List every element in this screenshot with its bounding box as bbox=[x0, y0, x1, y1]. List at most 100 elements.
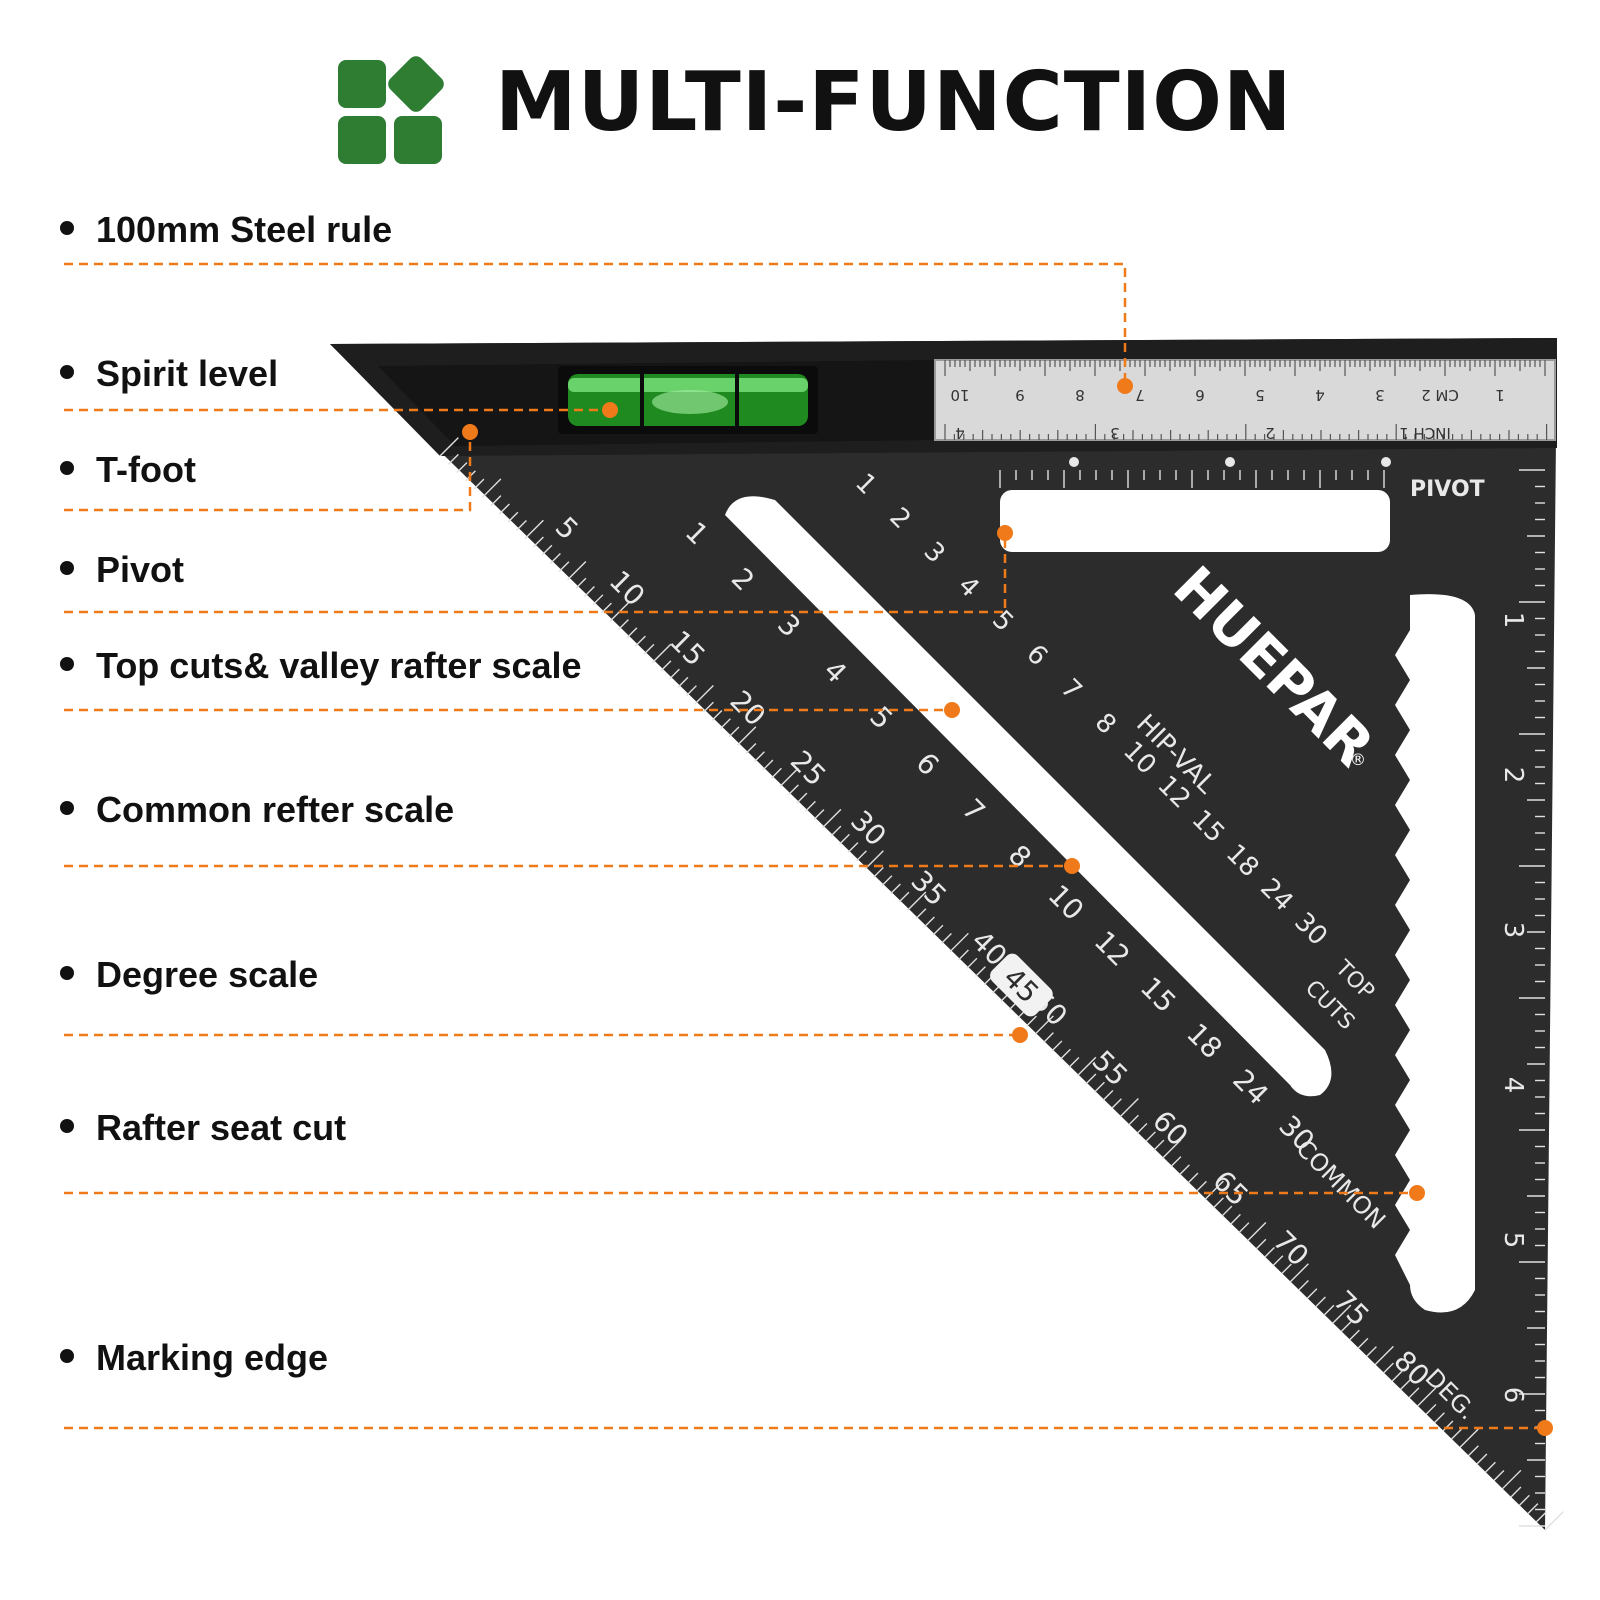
bullet-icon bbox=[60, 1349, 74, 1364]
degree-tick bbox=[805, 800, 816, 812]
degree-tick bbox=[1051, 1040, 1063, 1052]
callout-item: Common refter scale bbox=[60, 792, 454, 828]
degree-tick bbox=[1340, 1321, 1352, 1333]
callout-leader-line bbox=[64, 262, 1127, 388]
degree-tick bbox=[1527, 1503, 1539, 1514]
degree-tick bbox=[881, 875, 893, 887]
degree-tick bbox=[711, 709, 723, 721]
callout-dot bbox=[1409, 1185, 1425, 1201]
degree-tick bbox=[1332, 1304, 1352, 1324]
rule-cm-number: 10 bbox=[950, 386, 969, 404]
degree-tick bbox=[1425, 1403, 1437, 1415]
callout-label: Rafter seat cut bbox=[96, 1107, 347, 1148]
degree-tick bbox=[1485, 1461, 1496, 1473]
degree-tick bbox=[915, 908, 927, 920]
degree-tick bbox=[771, 767, 782, 779]
pivot-marker bbox=[1069, 457, 1079, 467]
degree-tick bbox=[1400, 1379, 1411, 1391]
degree-tick bbox=[473, 478, 485, 490]
side-inch-number: 1 bbox=[1498, 612, 1528, 629]
degree-tick bbox=[601, 602, 612, 614]
degree-tick bbox=[618, 619, 629, 630]
degree-tick bbox=[1060, 1048, 1071, 1060]
degree-tick bbox=[439, 437, 459, 457]
degree-tick bbox=[856, 850, 867, 862]
degree-tick bbox=[669, 668, 680, 680]
degree-tick bbox=[1221, 1205, 1233, 1217]
degree-tick bbox=[482, 478, 502, 498]
degree-tick bbox=[541, 544, 553, 556]
degree-tick bbox=[1306, 1288, 1318, 1300]
degree-tick bbox=[822, 808, 842, 829]
degree-tick bbox=[941, 933, 952, 944]
degree-tick bbox=[779, 767, 799, 787]
degree-tick bbox=[1162, 1139, 1182, 1159]
page-title: MULTI-FUNCTION bbox=[495, 55, 1293, 150]
rule-cm-number: 5 bbox=[1255, 386, 1265, 404]
degree-tick bbox=[499, 503, 510, 515]
degree-tick bbox=[524, 519, 544, 540]
degree-tick bbox=[456, 462, 468, 474]
degree-tick bbox=[907, 891, 927, 911]
degree-tick bbox=[754, 751, 765, 763]
degree-tick bbox=[1213, 1197, 1224, 1209]
degree-tick bbox=[1102, 1090, 1114, 1101]
side-inch-number: 5 bbox=[1498, 1232, 1528, 1249]
rule-inch-number: 3 bbox=[1110, 424, 1120, 442]
degree-tick bbox=[1374, 1345, 1394, 1366]
callout-dot bbox=[944, 702, 960, 718]
degree-tick bbox=[958, 949, 969, 961]
degree-tick bbox=[1136, 1123, 1148, 1134]
degree-tick bbox=[1323, 1304, 1335, 1316]
degree-tick bbox=[1128, 1114, 1139, 1126]
vertical-slot bbox=[1395, 594, 1475, 1313]
rule-cm-number: 8 bbox=[1075, 386, 1085, 404]
degree-tick bbox=[788, 784, 799, 796]
pivot-label: PIVOT bbox=[1410, 477, 1485, 502]
degree-tick bbox=[686, 685, 697, 697]
degree-tick bbox=[949, 932, 969, 953]
degree-tick bbox=[626, 627, 638, 639]
degree-tick bbox=[1493, 1470, 1505, 1481]
callout-dot bbox=[1064, 858, 1080, 874]
header: MULTI-FUNCTION bbox=[0, 0, 1600, 180]
degree-tick bbox=[720, 718, 731, 730]
degree-tick bbox=[1247, 1221, 1267, 1242]
callout-item: Top cuts& valley rafter scale bbox=[60, 648, 582, 684]
rule-cm-number: 4 bbox=[1315, 386, 1325, 404]
rule-cm-number: 3 bbox=[1375, 386, 1385, 404]
degree-tick bbox=[728, 726, 740, 738]
degree-tick bbox=[1281, 1263, 1292, 1275]
degree-tick bbox=[677, 676, 689, 688]
pivot-slot bbox=[1000, 490, 1390, 552]
degree-tick bbox=[703, 701, 714, 713]
degree-tick bbox=[1043, 1032, 1054, 1044]
callout-item: Spirit level bbox=[60, 356, 278, 392]
callout-item: Marking edge bbox=[60, 1340, 328, 1376]
degree-tick bbox=[592, 594, 604, 606]
degree-tick bbox=[830, 825, 842, 837]
degree-tick bbox=[898, 891, 910, 903]
rule-inch-number: 2 bbox=[1265, 424, 1275, 442]
degree-tick bbox=[1289, 1263, 1309, 1283]
side-inch-number: 4 bbox=[1498, 1077, 1528, 1094]
degree-tick bbox=[1255, 1238, 1267, 1250]
degree-tick bbox=[966, 957, 978, 969]
degree-tick bbox=[1187, 1172, 1199, 1184]
degree-tick bbox=[1179, 1164, 1190, 1176]
degree-tick bbox=[1502, 1469, 1522, 1490]
degree-tick bbox=[1459, 1428, 1479, 1448]
degree-tick bbox=[1408, 1387, 1420, 1399]
pivot-marker bbox=[1381, 457, 1391, 467]
callout-label: Top cuts& valley rafter scale bbox=[96, 645, 582, 686]
callout-item: 100mm Steel rule bbox=[60, 212, 392, 248]
degree-tick bbox=[1366, 1346, 1377, 1358]
degree-tick bbox=[567, 561, 587, 581]
rule-cm-number: 1 bbox=[1495, 386, 1505, 404]
degree-tick bbox=[1204, 1180, 1224, 1201]
callout-label: Spirit level bbox=[96, 353, 279, 394]
degree-tick bbox=[890, 883, 901, 895]
rule-cm-number: CM 2 bbox=[1421, 386, 1459, 404]
degree-tick bbox=[1510, 1486, 1522, 1498]
